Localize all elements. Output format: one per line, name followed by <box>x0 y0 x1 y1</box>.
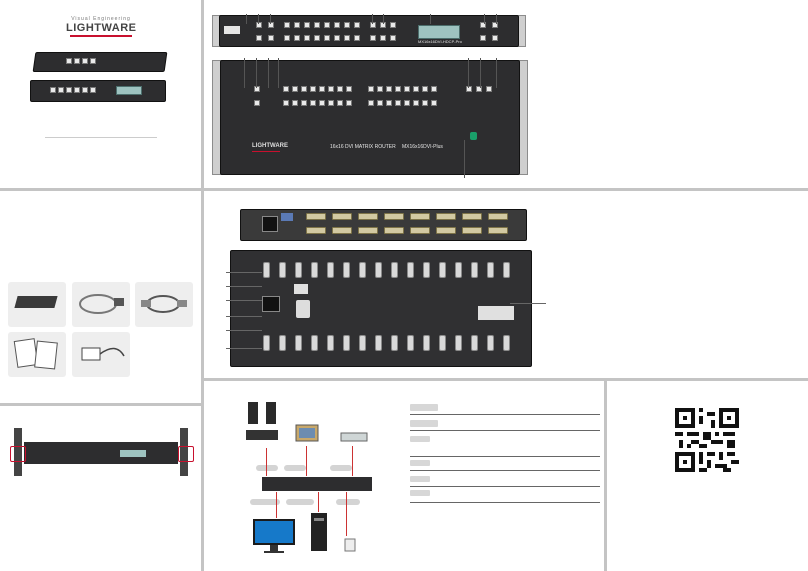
qr-code-icon <box>675 408 739 472</box>
brand-logo: Visual Engineering LIGHTWARE <box>66 16 136 37</box>
usb-icon <box>344 538 356 552</box>
rack-unit-icon <box>14 296 58 308</box>
box-item-rack-unit <box>8 282 66 327</box>
box-item-power-adapter <box>72 332 130 377</box>
router-device <box>262 477 372 491</box>
switch-icon <box>340 432 368 442</box>
front-panel-large-title: 16x16 DVI MATRIX ROUTER <box>330 144 396 150</box>
product-photo <box>30 52 170 104</box>
dvi-cable-icon <box>141 295 187 313</box>
front-panel-large <box>220 60 520 175</box>
speaker-icon <box>246 402 278 440</box>
front-panel-large-model: MX16x16DVI-Plus <box>402 144 443 150</box>
display-icon <box>253 519 295 553</box>
brand-name: LIGHTWARE <box>66 22 137 34</box>
divider-left <box>201 0 204 571</box>
manual-icon <box>13 338 58 370</box>
box-item-manuals <box>8 332 66 377</box>
box-item-dvi-cable <box>135 282 193 327</box>
front-panel-small-lcd <box>418 25 460 39</box>
power-adapter-icon <box>81 347 125 361</box>
pc-icon <box>311 513 327 551</box>
power-led-icon <box>470 132 477 140</box>
divider-row2 <box>0 403 202 406</box>
divider-row2-right <box>202 378 808 381</box>
product-divider-line <box>45 137 157 138</box>
front-panel-large-logo: LIGHTWARE <box>252 141 288 152</box>
monitor-icon <box>295 424 319 442</box>
box-item-power-cable <box>72 282 130 327</box>
brand-tagline: Visual Engineering <box>71 16 131 22</box>
front-panel-small-model: MX16x16DVI-HDCP-Pro <box>418 39 462 44</box>
cable-icon <box>79 294 124 314</box>
divider-row1 <box>0 188 808 191</box>
rack-mount-illustration <box>10 428 195 478</box>
front-panel-small <box>219 15 519 47</box>
brand-underline <box>70 35 132 37</box>
divider-right <box>604 380 607 571</box>
front-panel-small-logo <box>224 26 240 34</box>
